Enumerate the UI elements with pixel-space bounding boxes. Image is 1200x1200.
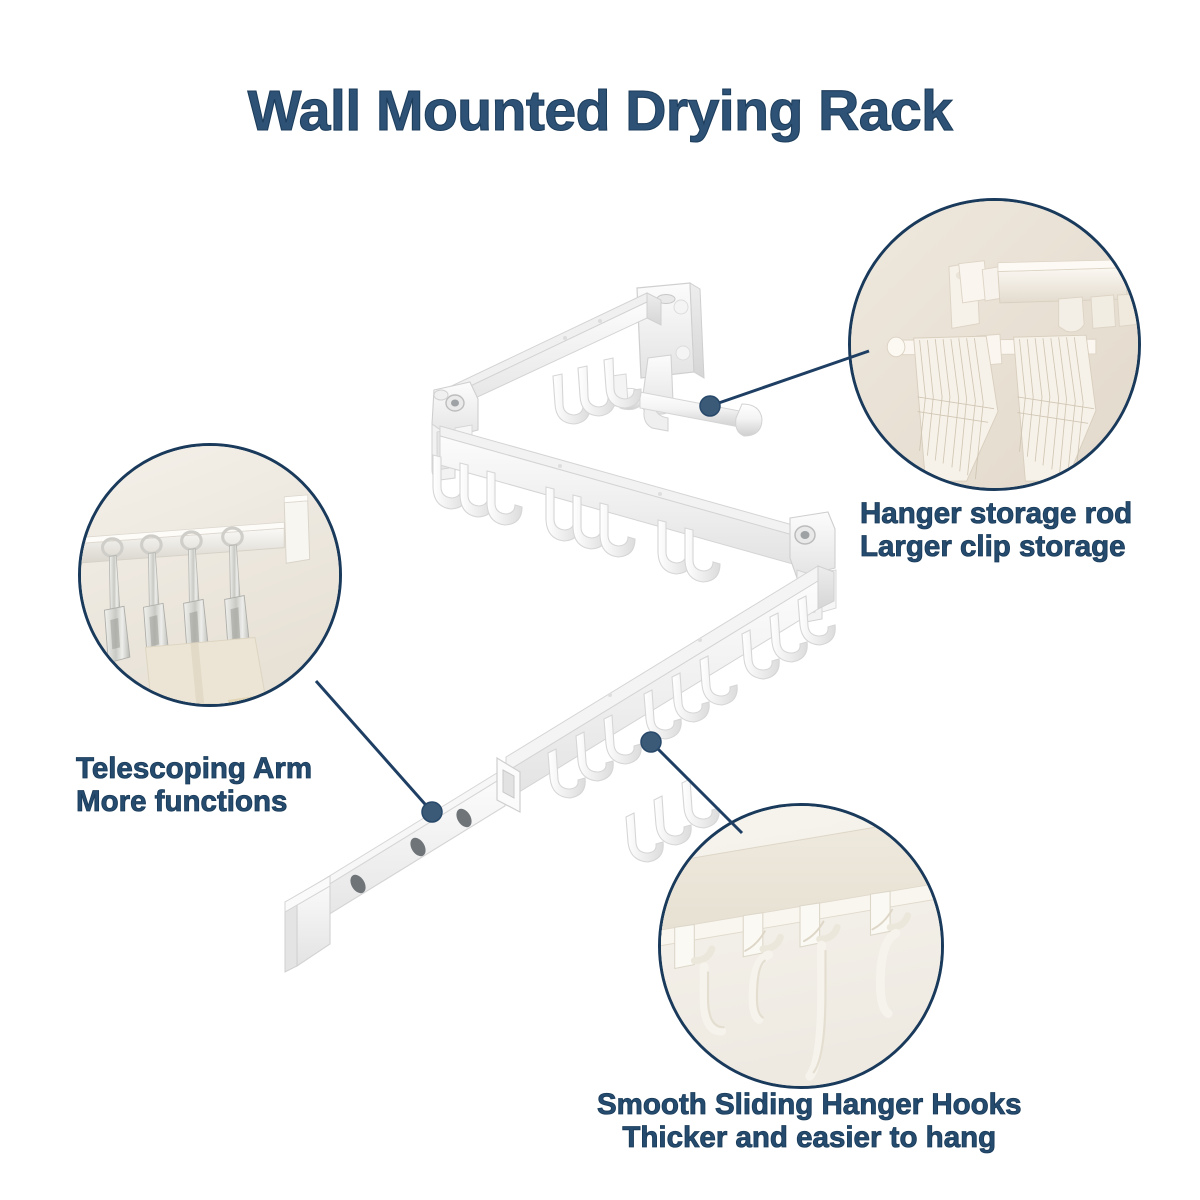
upper-rail-hooks — [552, 357, 642, 425]
leader-dot-hanger-storage — [699, 395, 721, 417]
callout-label-hanger-storage: Hanger storage rod Larger clip storage — [860, 497, 1133, 564]
telescoping-arm — [284, 756, 521, 973]
leader-dot-telescoping-arm — [421, 801, 443, 823]
callout-label-sliding-hooks-line1: Smooth Sliding Hanger Hooks — [597, 1088, 1022, 1122]
hanger-storage-rod — [611, 373, 763, 437]
callout-label-telescoping-arm-line1: Telescoping Arm — [76, 752, 313, 786]
front-rail — [505, 565, 835, 801]
callout-label-hanger-storage-line2: Larger clip storage — [860, 530, 1126, 564]
leader-line-hanger-storage — [709, 349, 870, 408]
lower-rail — [439, 425, 801, 567]
leader-dot-sliding-hooks — [640, 731, 662, 753]
upper-rail — [440, 292, 662, 415]
right-corner-joint — [789, 511, 837, 623]
left-corner-joint — [431, 381, 479, 481]
page-title: Wall Mounted Drying Rack — [247, 78, 953, 143]
callout-label-sliding-hooks-line2: Thicker and easier to hang — [622, 1121, 997, 1155]
callout-photo-telescoping-clips — [78, 443, 342, 707]
callout-photo-hanger-storage — [848, 198, 1141, 491]
wall-mount-plate — [636, 282, 705, 379]
callout-label-hanger-storage-line1: Hanger storage rod — [860, 497, 1133, 531]
mount-hinge — [641, 354, 674, 432]
callout-label-telescoping-arm: Telescoping Arm More functions — [76, 752, 313, 819]
callout-label-sliding-hooks: Smooth Sliding Hanger Hooks Thicker and … — [597, 1088, 1022, 1155]
lower-rail-hooks — [432, 454, 721, 583]
callout-label-telescoping-arm-line2: More functions — [76, 785, 288, 819]
callout-photo-sliding-hooks — [658, 803, 944, 1089]
